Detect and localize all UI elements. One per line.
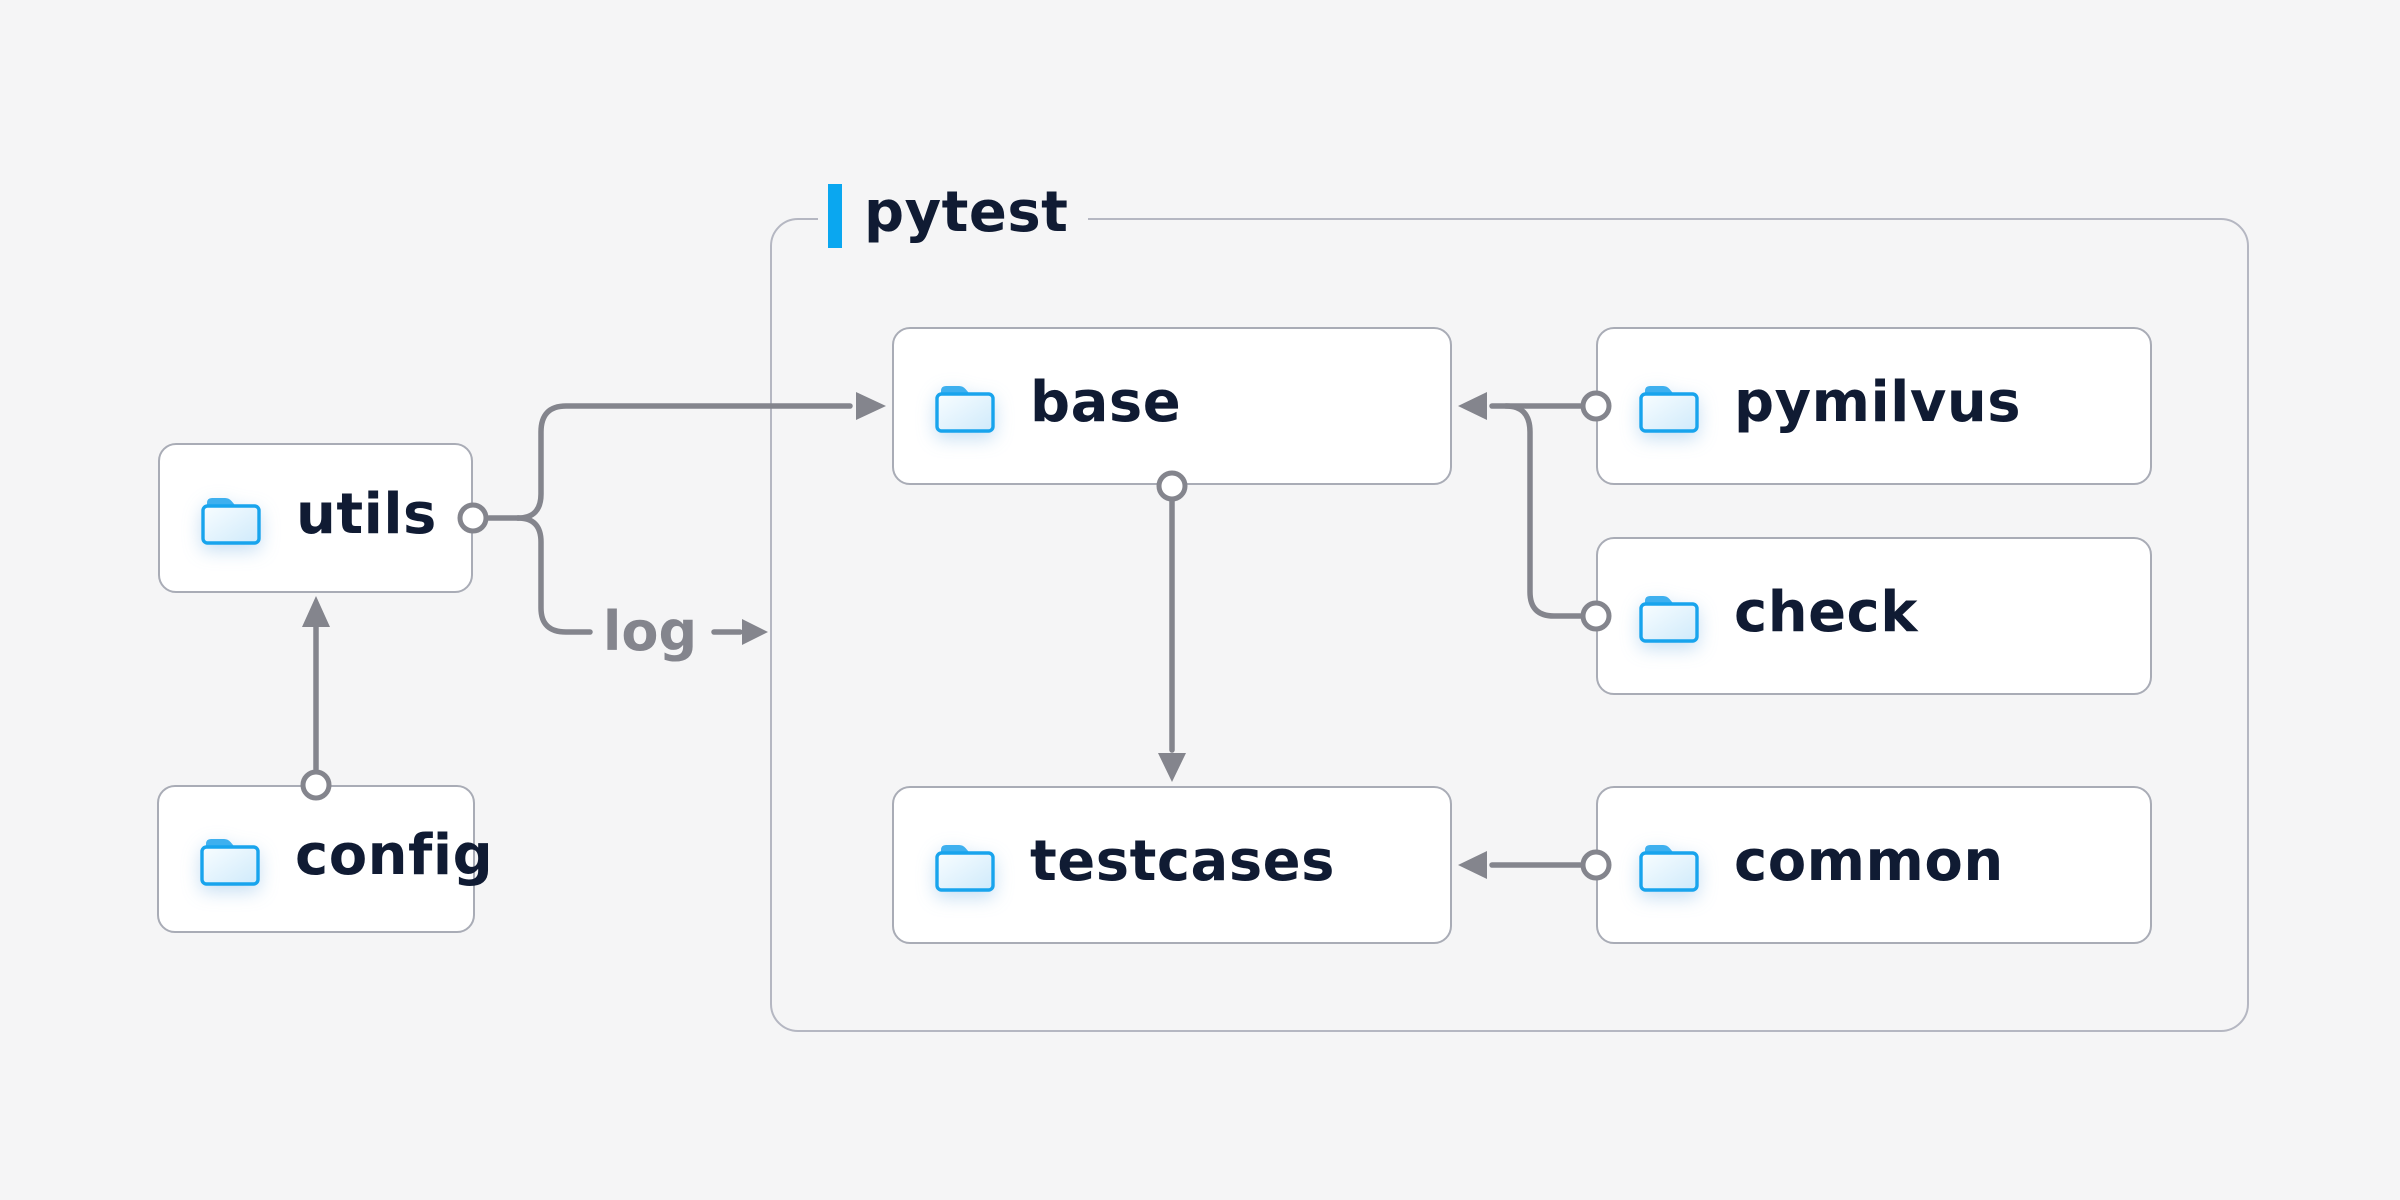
arrowhead-up-utils (302, 596, 330, 627)
node-label: base (1030, 370, 1182, 435)
node-base: base (892, 327, 1452, 485)
node-label: common (1734, 829, 2004, 894)
folder-icon (935, 843, 995, 892)
edge-utils-log (515, 515, 593, 635)
folder-icon (1639, 594, 1699, 643)
folder-icon (1639, 843, 1699, 892)
pytest-group-container (770, 218, 2249, 1032)
accent-bar (828, 184, 842, 248)
arrowhead-right-log (742, 619, 768, 645)
folder-icon (1639, 384, 1699, 433)
group-title: pytest (864, 180, 1069, 245)
folder-icon (935, 384, 995, 433)
pytest-group-label: pytest (818, 176, 1089, 256)
node-label: check (1734, 580, 1918, 645)
node-label: testcases (1030, 829, 1335, 894)
folder-icon (201, 496, 261, 545)
node-utils: utils (158, 443, 473, 593)
node-label: config (295, 823, 494, 888)
folder-icon (200, 837, 260, 886)
node-check: check (1596, 537, 2152, 695)
node-label: utils (296, 482, 437, 547)
edge-label-log: log (602, 600, 698, 663)
node-testcases: testcases (892, 786, 1452, 944)
node-label: pymilvus (1734, 370, 2022, 435)
node-config: config (157, 785, 493, 933)
node-pymilvus: pymilvus (1596, 327, 2152, 485)
node-common: common (1596, 786, 2152, 944)
